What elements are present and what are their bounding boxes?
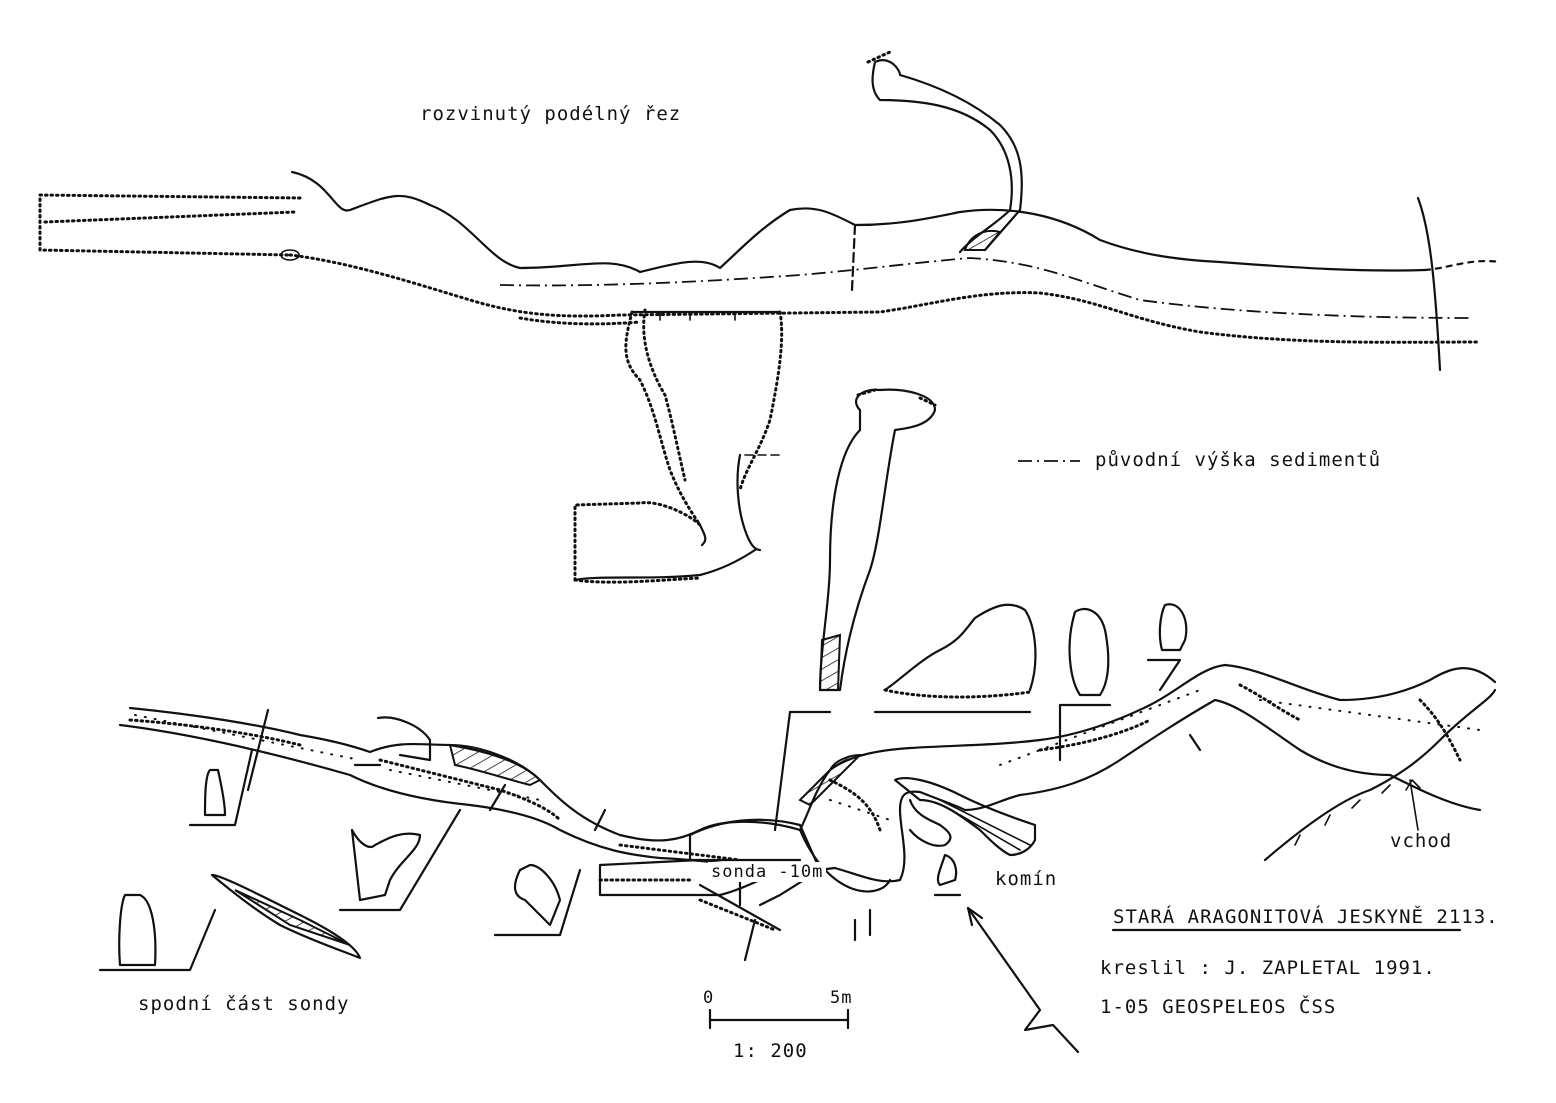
shaft-wall-left <box>573 310 702 582</box>
profile-floor <box>288 253 1482 344</box>
profile-title: rozvinutý podélný řez <box>420 103 682 125</box>
north-arrow-icon <box>966 906 1080 1054</box>
author-label: kreslil : J. ZAPLETAL 1991. <box>1100 957 1436 979</box>
profile-ceiling <box>290 170 1427 274</box>
cross-section-center <box>818 388 937 692</box>
komin-label: komín <box>995 868 1058 890</box>
legend-label: původní výška sedimentů <box>1095 449 1382 471</box>
original-sediment-line <box>499 257 1471 319</box>
cave-plan <box>98 388 1497 972</box>
lower-probe-label: spodní část sondy <box>138 993 350 1015</box>
longitudinal-profile <box>38 50 1502 584</box>
main-passage-north-wall <box>128 663 1497 842</box>
organization-label: 1-05 GEOSPELEOS ČSS <box>1100 996 1337 1018</box>
scale-bar <box>708 1008 850 1030</box>
scale-end-label: 5m <box>830 988 853 1008</box>
map-title: STARÁ ARAGONITOVÁ JESKYNĚ 2113. <box>1113 906 1499 928</box>
scale-ratio-label: 1: 200 <box>733 1040 808 1062</box>
sonda-label: sonda -10m <box>708 862 827 882</box>
vchod-arrow <box>1409 779 1419 831</box>
main-passage-south-wall <box>118 698 1392 883</box>
vchod-label: vchod <box>1390 830 1453 852</box>
entrance-slope <box>1263 688 1497 862</box>
chimney-shaft <box>871 59 1023 254</box>
hatched-block-center <box>798 753 863 807</box>
hatched-block-west <box>448 743 542 787</box>
shaft-wall-right <box>738 310 784 492</box>
profile-left-dotted-box <box>38 193 302 257</box>
scale-start-label: 0 <box>703 988 715 1008</box>
